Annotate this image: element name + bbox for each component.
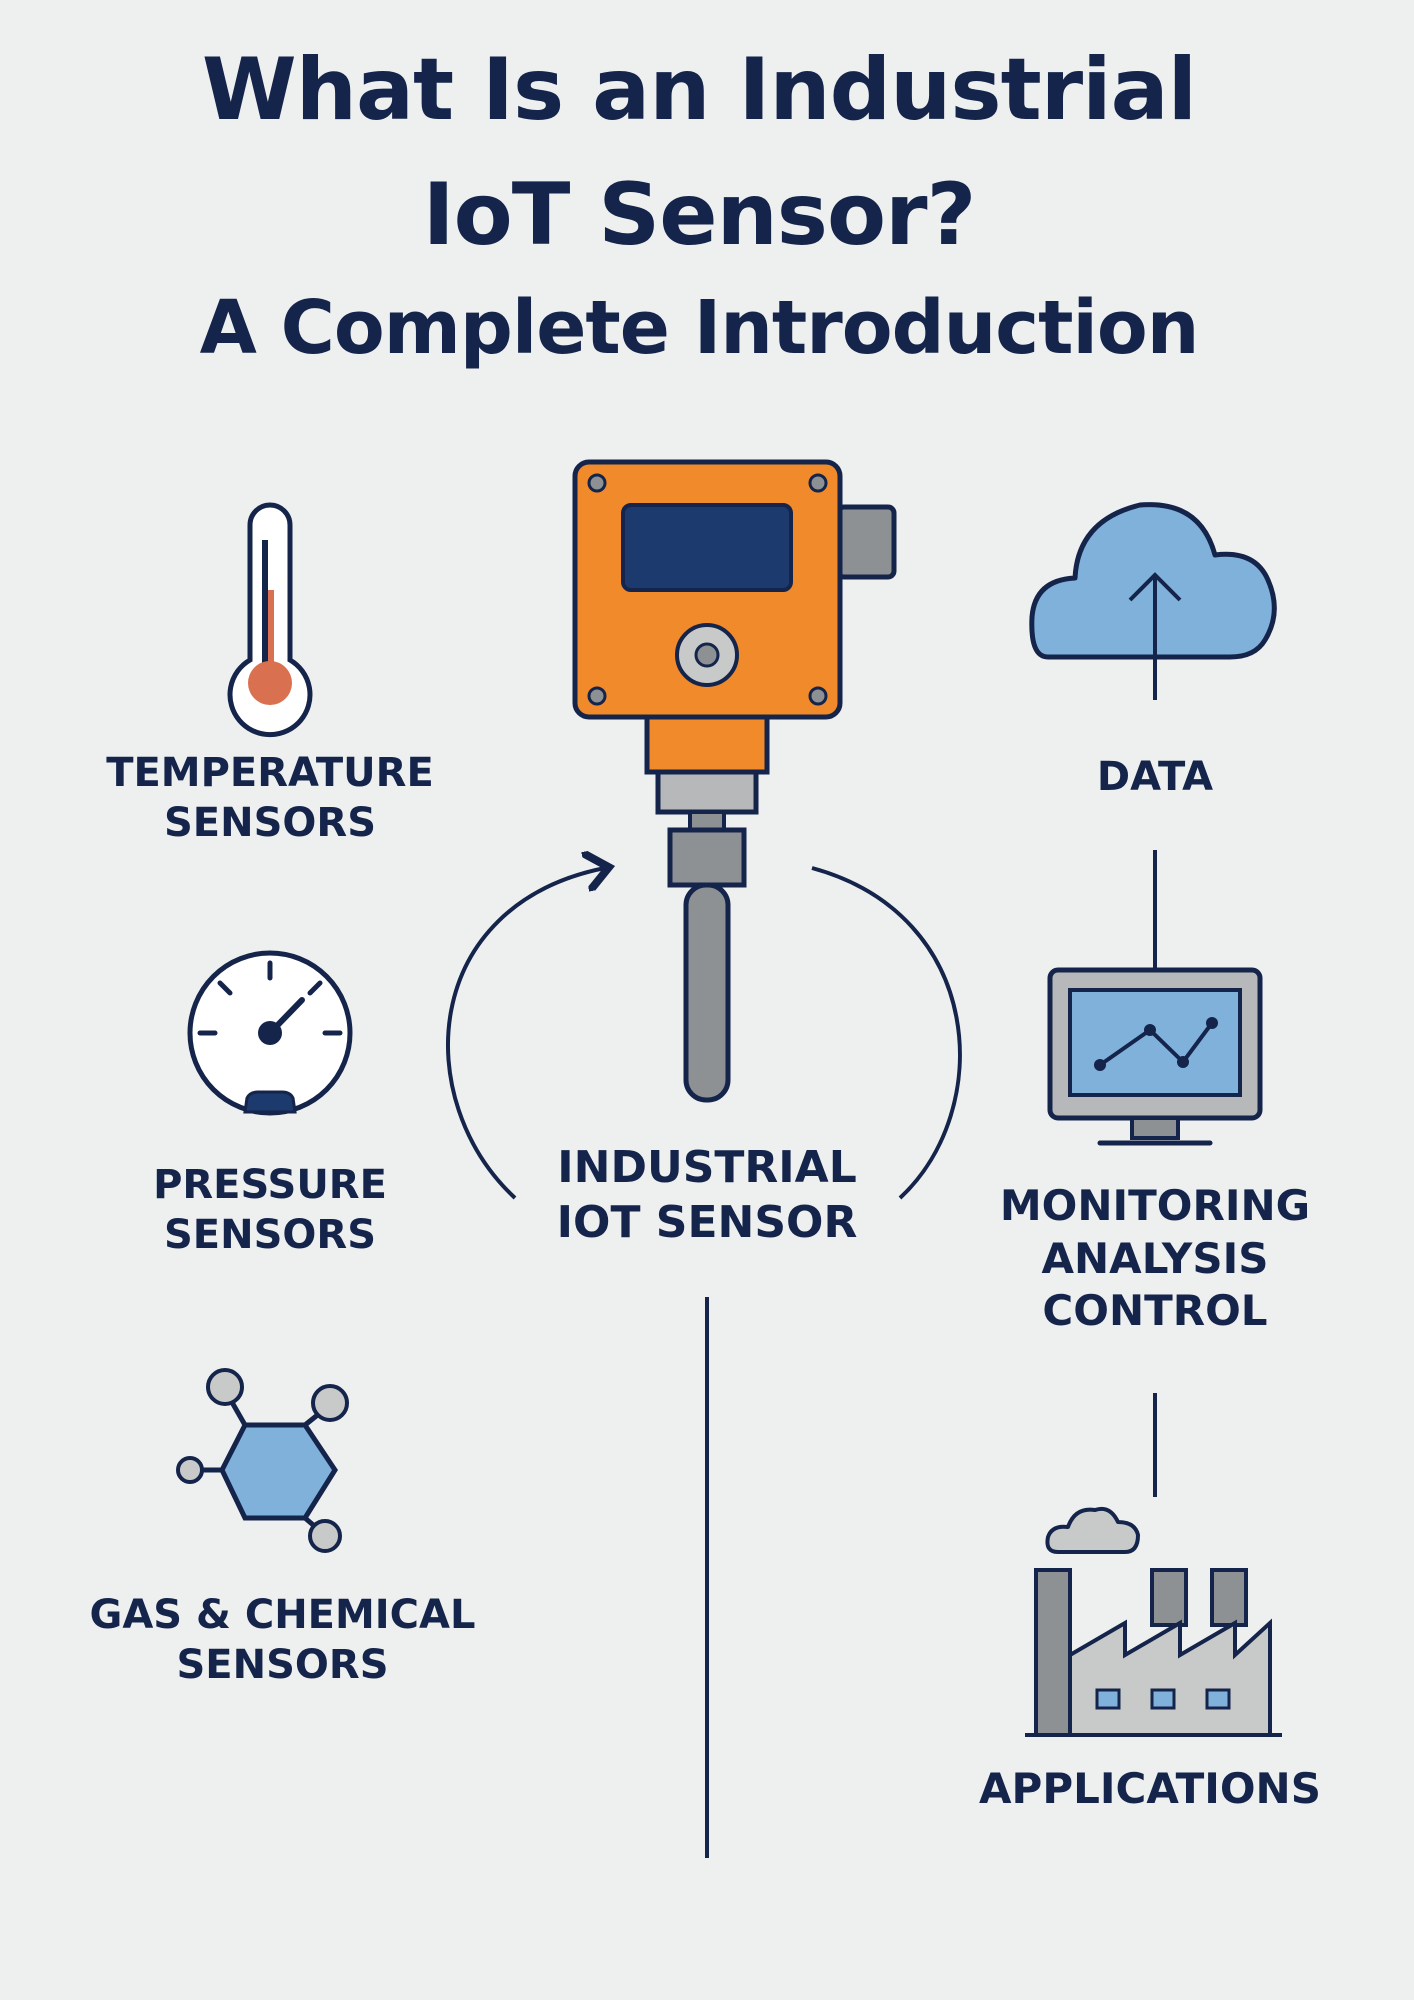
cloud-upload-icon bbox=[1029, 502, 1277, 700]
title-line-1: What Is an Industrial bbox=[201, 40, 1197, 140]
label-line: TEMPERATURE bbox=[106, 750, 434, 796]
pressure-sensors-label: PRESSURE SENSORS bbox=[60, 1160, 480, 1260]
thermometer-icon bbox=[227, 502, 313, 738]
label-line: SENSORS bbox=[163, 1212, 377, 1258]
label-line: CONTROL bbox=[1042, 1286, 1268, 1335]
label-line: ANALYSIS bbox=[1041, 1233, 1269, 1283]
label-line: IOT SENSOR bbox=[556, 1197, 858, 1248]
molecule-icon bbox=[176, 1368, 349, 1553]
monitoring-analysis-control-label: MONITORING ANALYSIS CONTROL bbox=[960, 1180, 1350, 1338]
factory-icon bbox=[1025, 1506, 1282, 1737]
label-line: SENSORS bbox=[163, 800, 377, 846]
label-line: INDUSTRIAL bbox=[557, 1142, 857, 1193]
label-line: DATA bbox=[1096, 754, 1214, 800]
title-line-2: IoT Sensor? bbox=[422, 165, 977, 265]
label-line: APPLICATIONS bbox=[979, 1764, 1321, 1813]
label-line: PRESSURE bbox=[153, 1162, 387, 1208]
label-line: MONITORING bbox=[999, 1181, 1311, 1230]
monitor-chart-icon bbox=[1047, 967, 1263, 1146]
subtitle: A Complete Introduction bbox=[199, 285, 1200, 371]
gas-chemical-sensors-label: GAS & CHEMICAL SENSORS bbox=[60, 1590, 505, 1690]
temperature-sensors-label: TEMPERATURE SENSORS bbox=[60, 748, 480, 848]
applications-label: APPLICATIONS bbox=[945, 1763, 1355, 1816]
label-line: SENSORS bbox=[176, 1642, 389, 1688]
circular-flow-arrow bbox=[446, 868, 962, 1200]
industrial-iot-sensor-label: INDUSTRIAL IOT SENSOR bbox=[507, 1140, 907, 1250]
pressure-gauge-icon bbox=[187, 950, 353, 1116]
industrial-sensor-icon bbox=[572, 459, 897, 1103]
data-label: DATA bbox=[1055, 752, 1255, 802]
label-line: GAS & CHEMICAL bbox=[89, 1592, 476, 1638]
